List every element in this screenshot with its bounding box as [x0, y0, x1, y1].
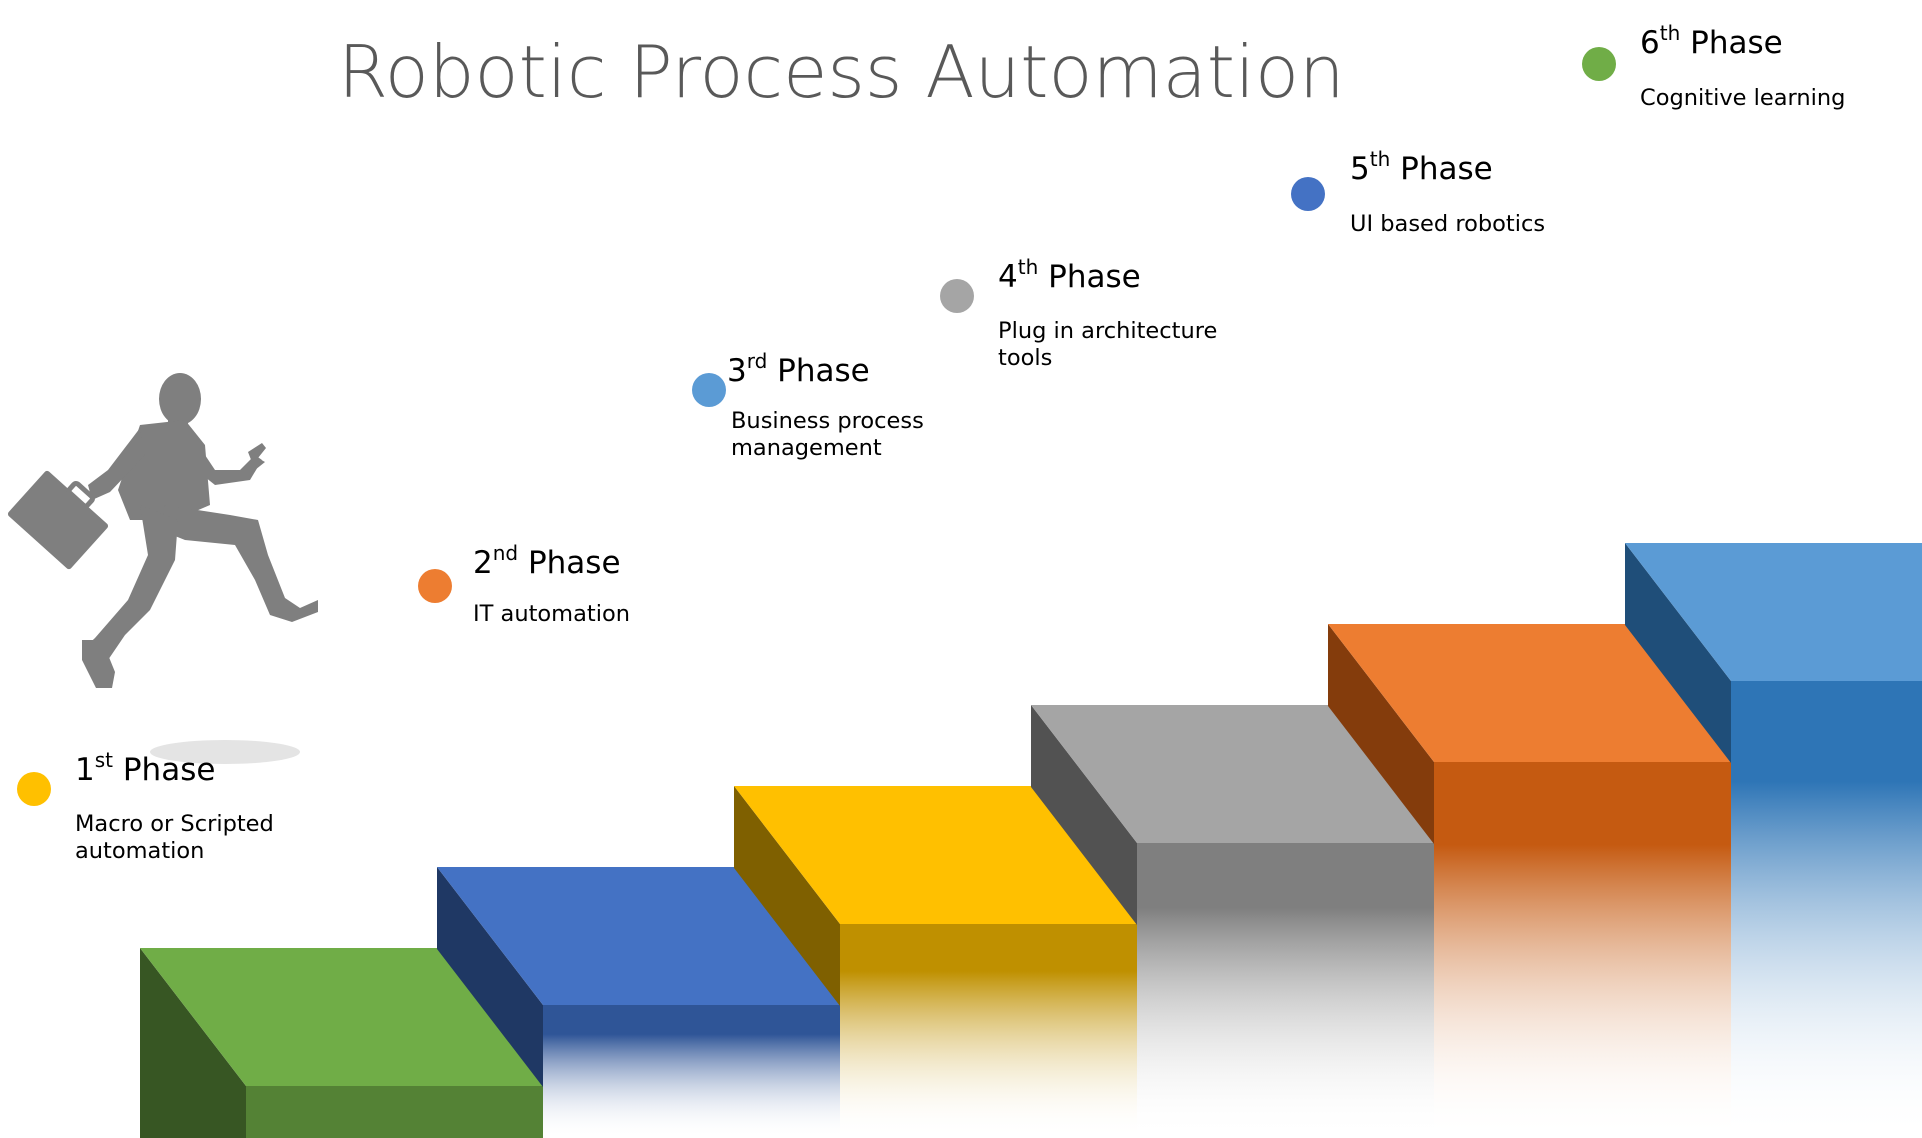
- phase-6-dot: [1582, 47, 1616, 81]
- step-6-side: [1625, 543, 1731, 763]
- step-6-front: [1731, 681, 1922, 1138]
- phase-5-title: 5th Phase: [1350, 149, 1493, 187]
- phase-ordinal-suffix: nd: [492, 541, 519, 565]
- step-2-top: [437, 867, 840, 1005]
- phase-5-dot: [1291, 177, 1325, 211]
- phase-word: Phase: [1048, 259, 1141, 295]
- step-4-side: [1031, 705, 1137, 925]
- phase-3-description: Business process management: [731, 408, 924, 461]
- phase-2-description: IT automation: [473, 601, 630, 627]
- step-2-front: [543, 1005, 840, 1138]
- phase-3-title: 3rd Phase: [727, 351, 870, 389]
- step-5-front: [1434, 762, 1731, 1138]
- phase-word: Phase: [122, 752, 216, 788]
- step-1: [140, 948, 543, 1138]
- step-3-side: [734, 786, 840, 1006]
- phase-number: 3: [727, 353, 747, 389]
- phase-2-title: 2nd Phase: [473, 543, 621, 581]
- phase-1-description: Macro or Scripted automation: [75, 811, 274, 864]
- slide-title: Robotic Process Automation: [338, 30, 1345, 114]
- phase-6-description: Cognitive learning: [1640, 85, 1846, 111]
- step-3: [734, 786, 1137, 1138]
- phase-number: 5: [1350, 151, 1370, 187]
- phase-4-description: Plug in architecture tools: [998, 318, 1218, 371]
- step-5: [1328, 624, 1731, 1138]
- phase-ordinal-suffix: rd: [746, 349, 768, 373]
- step-1-side: [140, 948, 246, 1138]
- step-1-front: [246, 1086, 543, 1138]
- businessman-running-icon: [7, 373, 318, 764]
- phase-5-description: UI based robotics: [1350, 211, 1546, 237]
- step-4-front: [1137, 843, 1434, 1138]
- phase-word: Phase: [1400, 151, 1493, 187]
- phase-number: 1: [75, 752, 95, 788]
- step-2-side: [437, 867, 543, 1087]
- step-6-top: [1625, 543, 1922, 681]
- step-1-top: [140, 948, 543, 1086]
- phase-word: Phase: [527, 545, 621, 581]
- step-2: [437, 867, 840, 1138]
- step-3-top: [734, 786, 1137, 924]
- phase-ordinal-suffix: th: [1017, 255, 1039, 279]
- phase-6-title: 6th Phase: [1640, 23, 1783, 61]
- phase-word: Phase: [1690, 25, 1783, 61]
- phase-ordinal-suffix: th: [1369, 147, 1391, 171]
- phase-number: 4: [998, 259, 1018, 295]
- phase-1-title: 1st Phase: [75, 750, 216, 788]
- step-5-side: [1328, 624, 1434, 844]
- phase-ordinal-suffix: th: [1659, 21, 1681, 45]
- step-5-top: [1328, 624, 1731, 762]
- phase-ordinal-suffix: st: [94, 748, 113, 772]
- phase-4-title: 4th Phase: [998, 257, 1141, 295]
- step-4-top: [1031, 705, 1434, 843]
- phase-2-dot: [418, 569, 452, 603]
- step-6: [1625, 543, 1922, 1138]
- phase-number: 6: [1640, 25, 1660, 61]
- phase-number: 2: [473, 545, 493, 581]
- phase-1-dot: [17, 772, 51, 806]
- step-3-front: [840, 924, 1137, 1138]
- phase-word: Phase: [777, 353, 870, 389]
- phase-4-dot: [940, 279, 974, 313]
- phase-3-dot: [692, 373, 726, 407]
- step-4: [1031, 705, 1434, 1138]
